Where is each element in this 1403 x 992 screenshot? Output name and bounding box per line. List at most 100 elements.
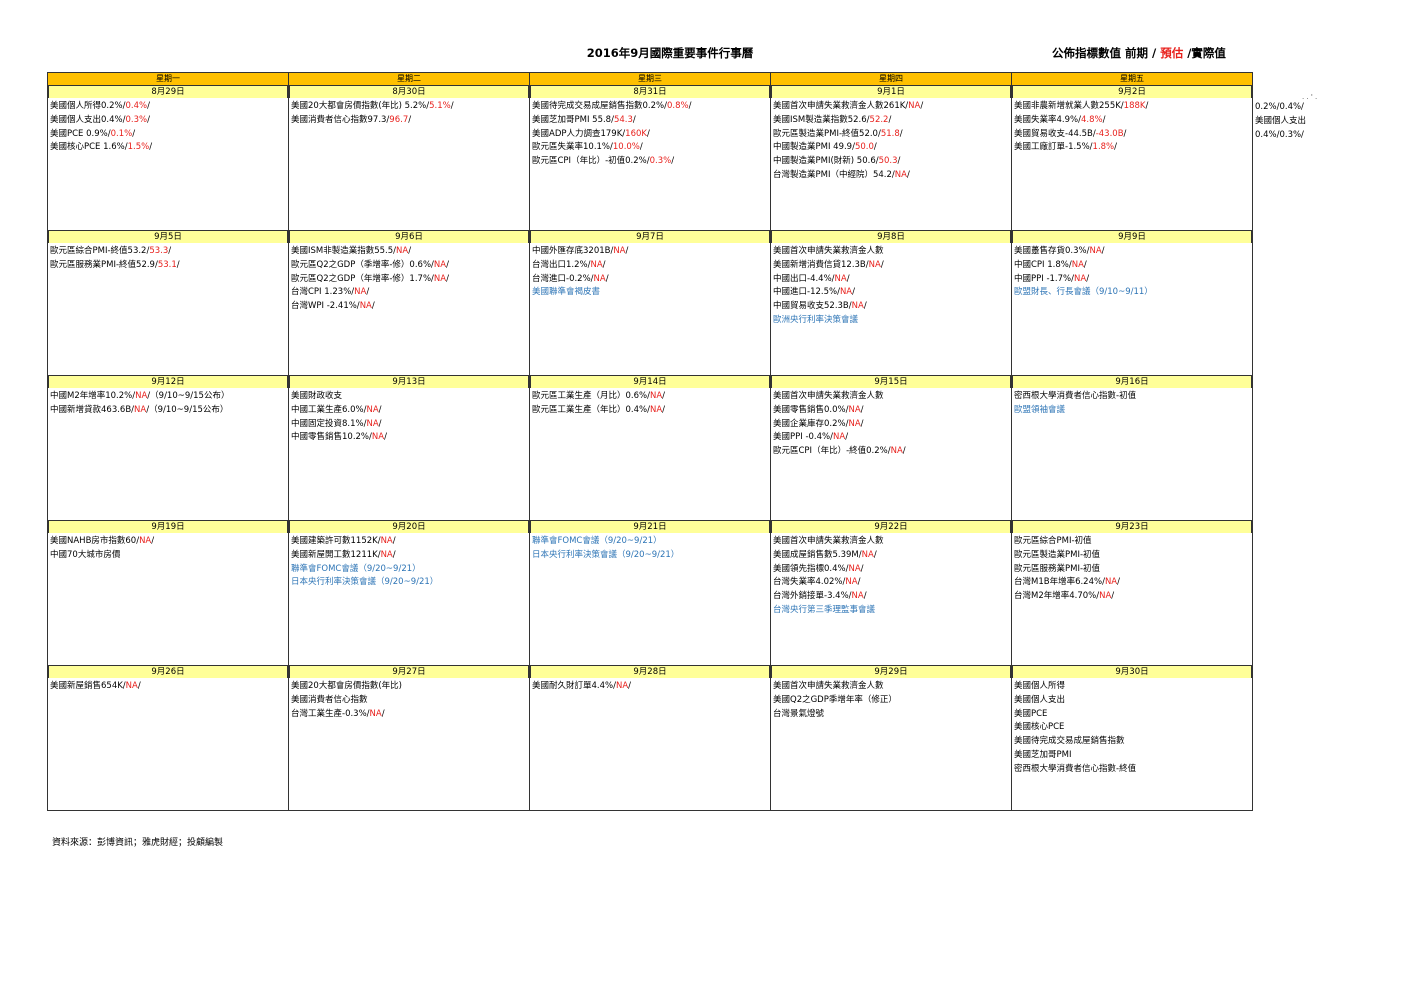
event-item: 台灣央行第三季理監事會議 xyxy=(773,604,1010,618)
event-forecast: NA xyxy=(135,391,148,401)
event-prior: 台灣工業生產-0.3%/ xyxy=(291,708,370,719)
event-suffix: / xyxy=(662,391,666,401)
event-prior: 美國領先指標0.4%/ xyxy=(773,563,849,574)
event-suffix: / xyxy=(863,591,867,602)
event-prior: 美國工廠訂單-1.5%/ xyxy=(1014,142,1093,153)
event-item: 台灣失業率4.02%/NA/ xyxy=(773,576,1010,590)
event-item: 日本央行利率決策會議（9/20~9/21） xyxy=(291,576,528,590)
event-forecast: NA xyxy=(613,246,626,256)
event-item: 美國聯準會褐皮書 xyxy=(532,286,769,300)
day-date: 9月29日 xyxy=(771,666,1011,678)
event-prior: 美國待完成交易成屋銷售指數 xyxy=(1014,736,1125,747)
event-item: 台灣出口1.2%/NA/ xyxy=(532,259,769,273)
event-forecast: 1.8% xyxy=(1092,142,1115,153)
event-item: 歐元區服務業PMI-初值 xyxy=(1014,563,1251,577)
event-suffix: / xyxy=(446,273,449,284)
event-prior: 歐元區Q2之GDP（季增率-修）0.6%/ xyxy=(291,259,434,270)
event-forecast: 51.8 xyxy=(880,128,900,139)
event-list: 美國待完成交易成屋銷售指數0.2%/0.8%/美國芝加哥PMI 55.8/54.… xyxy=(530,98,770,230)
event-item: 聯準會FOMC會議（9/20~9/21） xyxy=(291,563,528,577)
event-suffix: / xyxy=(1123,128,1127,139)
legend-actual: /實際值 xyxy=(1183,46,1226,60)
event-suffix: / xyxy=(628,681,632,691)
event-item: 歐盟領袖會議 xyxy=(1014,404,1251,418)
event-item: 歐元區Q2之GDP（季增率-修）0.6%/NA/ xyxy=(291,259,528,273)
event-suffix: / xyxy=(873,142,877,153)
event-prior: 中國工業生產6.0%/ xyxy=(291,404,367,415)
day-date: 9月15日 xyxy=(771,376,1011,388)
event-forecast: 5.1% xyxy=(429,101,451,111)
event-prior: 美國貿易收支-44.5B/ xyxy=(1014,128,1096,139)
event-suffix: / xyxy=(392,536,396,546)
event-prior: 台灣製造業PMI（中經院）54.2/ xyxy=(773,169,895,180)
event-list: 美國首次申請失業救濟金人數美國零售銷售0.0%/NA/美國企業庫存0.2%/NA… xyxy=(771,388,1011,520)
event-item: 台灣景氣燈號 xyxy=(773,708,1010,722)
event-forecast: NA xyxy=(359,301,372,312)
event-prior: 美國個人所得0.2%/ xyxy=(50,101,126,111)
event-prior: 美國首次申請失業救濟金人數 xyxy=(773,246,884,256)
event-forecast: NA xyxy=(851,591,864,602)
event-item: 美國PCE xyxy=(1014,708,1251,722)
event-forecast: NA xyxy=(366,404,379,415)
event-item: 美國20大都會房價指數(年比) xyxy=(291,680,528,694)
event-prior: 台灣進口-0.2%/ xyxy=(532,273,594,284)
event-prior: 美國首次申請失業救濟金人數 xyxy=(773,536,884,546)
event-forecast: NA xyxy=(396,246,409,256)
event-suffix: / xyxy=(863,301,867,312)
event-suffix: / xyxy=(151,536,155,546)
event-list: 聯準會FOMC會議（9/20~9/21）日本央行利率決策會議（9/20~9/21… xyxy=(530,533,770,665)
event-suffix: / xyxy=(906,169,910,180)
event-item: 中國M2年增率10.2%/NA/（9/10~9/15公布） xyxy=(50,390,287,404)
weekday-wed: 星期三 xyxy=(529,72,771,86)
event-item: 台灣M1B年增率6.24%/NA/ xyxy=(1014,576,1251,590)
day-cell: 9月27日美國20大都會房價指數(年比)美國消費者信心指數台灣工業生產-0.3%… xyxy=(288,665,530,811)
event-suffix: / xyxy=(1102,114,1106,125)
event-suffix: / xyxy=(446,259,449,270)
event-suffix: / xyxy=(639,142,643,153)
event-suffix: / xyxy=(1145,101,1149,111)
event-list: 美國耐久財訂單4.4%/NA/ xyxy=(530,678,770,810)
event-forecast: NA xyxy=(371,432,385,443)
event-suffix: / xyxy=(147,114,150,125)
day-cell: 8月30日美國20大都會房價指數(年比) 5.2%/5.1%/美國消費者信心指數… xyxy=(288,85,530,231)
day-cell: 9月23日歐元區綜合PMI-初值歐元區製造業PMI-初值歐元區服務業PMI-初值… xyxy=(1011,520,1253,666)
event-item: 中國新增貸款463.6B/NA/（9/10~9/15公布） xyxy=(50,404,287,418)
event-item: 中國外匯存底3201B/NA/ xyxy=(532,245,769,259)
event-item: 美國核心PCE 1.6%/1.5%/ xyxy=(50,141,287,155)
event-forecast: 4.8% xyxy=(1080,114,1103,125)
day-cell: 8月31日美國待完成交易成屋銷售指數0.2%/0.8%/美國芝加哥PMI 55.… xyxy=(529,85,771,231)
event-prior: 美國財政收支 xyxy=(291,391,343,401)
event-prior: 美國Q2之GDP季增年率（修正） xyxy=(773,694,897,705)
day-date: 9月30日 xyxy=(1012,666,1252,678)
event-list: 美國首次申請失業救濟金人數美國Q2之GDP季增年率（修正）台灣景氣燈號 xyxy=(771,678,1011,810)
day-cell: 9月28日美國耐久財訂單4.4%/NA/ xyxy=(529,665,771,811)
day-date: 9月22日 xyxy=(771,521,1011,533)
event-forecast: NA xyxy=(1074,273,1087,284)
event-forecast: NA xyxy=(433,259,447,270)
event-prior: 美國芝加哥PMI xyxy=(1014,749,1072,760)
event-suffix: / xyxy=(132,128,136,139)
event-item: 美國NAHB房市指數60/NA/ xyxy=(50,535,287,549)
event-suffix: / xyxy=(860,418,864,429)
event-prior: 中國PPI -1.7%/ xyxy=(1014,273,1074,284)
event-forecast: NA xyxy=(380,536,393,546)
event-suffix: /（9/10~9/15公布） xyxy=(146,404,229,415)
event-suffix: / xyxy=(147,101,150,111)
event-prior: 中國新增貸款463.6B/ xyxy=(50,404,135,415)
event-item: 美國企業庫存0.2%/NA/ xyxy=(773,418,1010,432)
event-item: 美國成屋銷售數5.39M/NA/ xyxy=(773,549,1010,563)
day-cell: 9月20日美國建築許可數1152K/NA/美國新屋開工數1211K/NA/聯準會… xyxy=(288,520,530,666)
event-forecast: 0.1% xyxy=(110,128,133,139)
event-prior: 美國首次申請失業救濟金人數 xyxy=(773,391,884,401)
event-forecast: NA xyxy=(590,259,603,270)
event-prior: 密西根大學消費者信心指數-終值 xyxy=(1014,763,1137,774)
event-prior: 美國非農新增就業人數255K/ xyxy=(1014,101,1124,111)
event-item: 美國新屋開工數1211K/NA/ xyxy=(291,549,528,563)
event-forecast: NA xyxy=(1089,246,1102,256)
event-suffix: / xyxy=(920,101,924,111)
event-item: 歐元區工業生產（月比）0.6%/NA/ xyxy=(532,390,769,404)
event-forecast: NA xyxy=(134,404,147,415)
event-forecast: 0.3% xyxy=(125,114,148,125)
event-meeting: 台灣央行第三季理監事會議 xyxy=(773,604,876,615)
